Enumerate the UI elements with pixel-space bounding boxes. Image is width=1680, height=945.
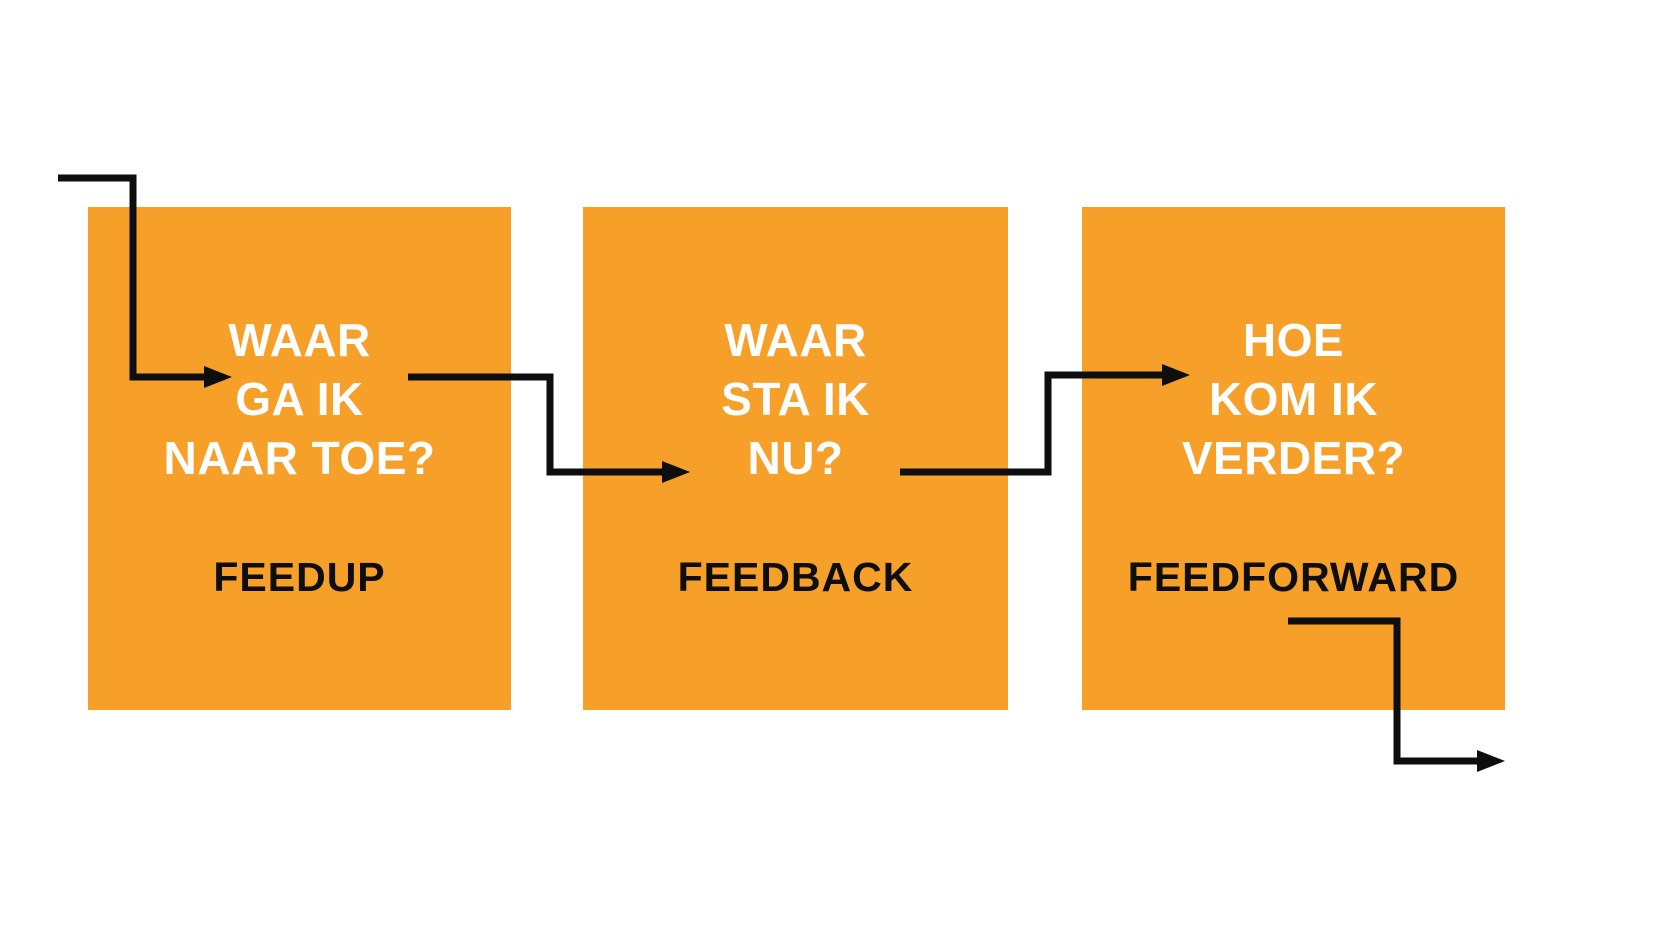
box-label: FEEDBACK <box>677 554 914 600</box>
flow-box-feedforward: HOE KOM IK VERDER? FEEDFORWARD <box>1082 207 1505 710</box>
flow-box-feedback: WAAR STA IK NU? FEEDBACK <box>583 207 1008 710</box>
question-line: HOE <box>1242 314 1345 366</box>
question-line: STA IK <box>721 373 870 425</box>
box-question: HOE KOM IK VERDER? <box>1082 311 1505 488</box>
question-line: NU? <box>747 432 844 484</box>
question-line: WAAR <box>228 314 371 366</box>
box-question: WAAR STA IK NU? <box>583 311 1008 488</box>
box-question: WAAR GA IK NAAR TOE? <box>88 311 511 488</box>
arrowhead-icon <box>1477 750 1505 772</box>
question-line: KOM IK <box>1208 373 1379 425</box>
question-line: NAAR TOE? <box>163 432 436 484</box>
question-line: GA IK <box>235 373 364 425</box>
question-line: WAAR <box>724 314 867 366</box>
box-label: FEEDFORWARD <box>1127 554 1460 600</box>
flow-box-feedup: WAAR GA IK NAAR TOE? FEEDUP <box>88 207 511 710</box>
box-label: FEEDUP <box>213 554 386 600</box>
question-line: VERDER? <box>1181 432 1406 484</box>
